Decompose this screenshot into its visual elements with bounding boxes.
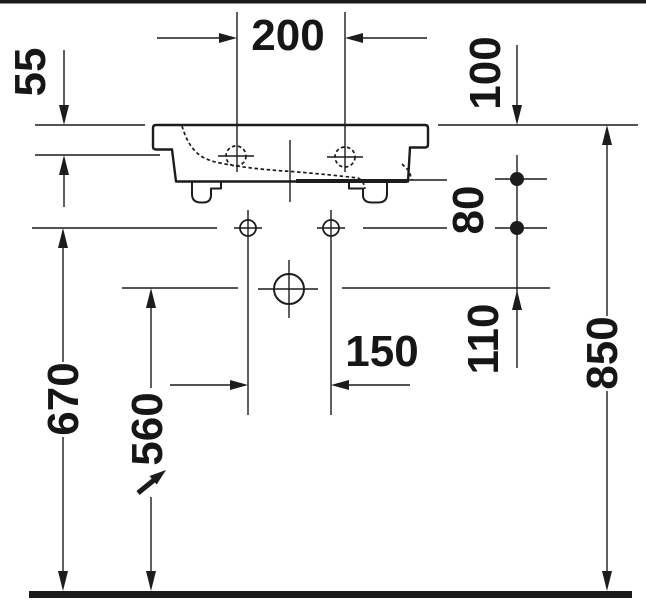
dim-670-label: 670 [39,362,88,435]
basin-foot-right [348,182,388,204]
dim-100: 100 [461,36,522,125]
dim-55-label: 55 [6,48,55,97]
dim-850: 850 [578,125,627,591]
dim-670: 670 [39,228,88,591]
dim-150: 150 [170,327,419,390]
dim-80-label: 80 [444,186,493,235]
basin-rim-outline [151,123,430,151]
basin-side-view [151,123,430,204]
basin-hidden-contour [181,125,366,190]
dim-560-label: 560 [123,392,172,465]
dim-55: 55 [6,48,69,207]
dim-110-label: 110 [459,304,508,375]
dim-200: 200 [157,11,427,172]
floor-line [29,591,632,598]
basin-hidden-overflow [401,163,413,181]
dim-850-label: 850 [578,316,627,389]
basin-foot-left [191,182,222,204]
outlet-hole [258,260,318,318]
dim-80: 80 [444,155,547,368]
top-border [0,0,646,4]
dim-150-label: 150 [345,327,418,376]
reference-lines [32,124,638,289]
drain-direction-arrow [136,470,166,495]
dim-560: 560 [123,288,172,591]
basin-body-outline [170,146,412,183]
dim-100-label: 100 [461,36,510,109]
dim-200-label: 200 [251,11,324,60]
dim-110: 110 [459,290,522,374]
